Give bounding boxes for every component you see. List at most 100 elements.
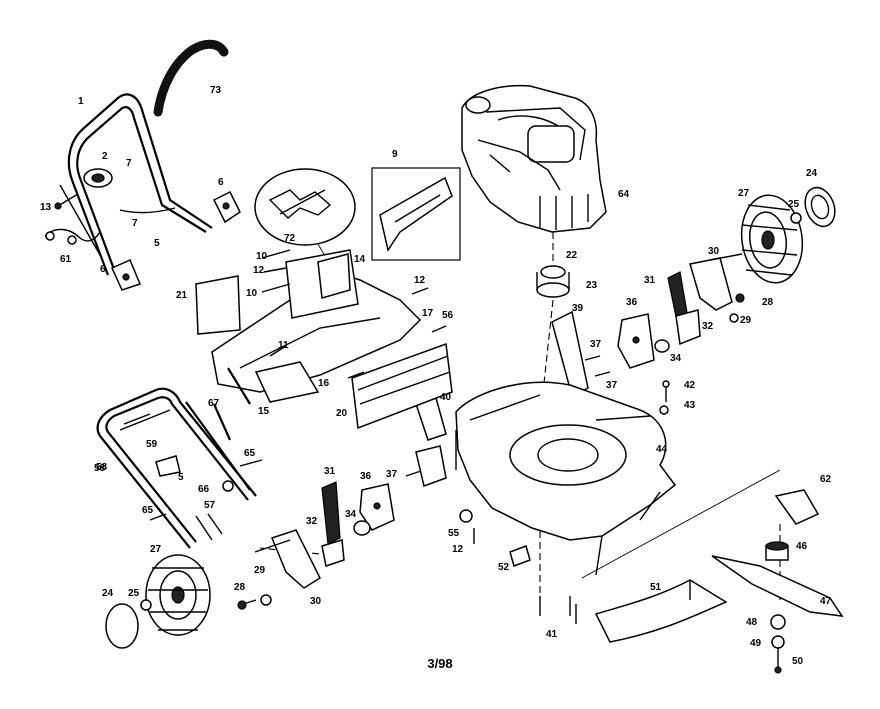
- callout-21: 21: [176, 290, 188, 301]
- callout-30: 30: [310, 596, 322, 607]
- callout-58: 58: [96, 462, 108, 473]
- bolt-37-a: [584, 355, 601, 361]
- callout-7: 7: [126, 158, 132, 169]
- blade-hub-46: [765, 541, 789, 561]
- bushing-34: [654, 339, 670, 353]
- callout-12: 12: [414, 275, 426, 286]
- callout-5: 5: [178, 472, 184, 483]
- washer-48: [770, 614, 786, 630]
- callout-11: 11: [278, 340, 289, 351]
- callout-37: 37: [386, 469, 398, 480]
- screw-11: [269, 345, 287, 357]
- callout-52: 52: [498, 562, 510, 573]
- lower-handle-58: [96, 387, 257, 549]
- callout-6: 6: [218, 177, 224, 188]
- pulley-22: [536, 265, 570, 298]
- callout-9: 9: [392, 149, 398, 160]
- callout-49: 49: [750, 638, 762, 649]
- callout-27: 27: [150, 544, 162, 555]
- callout-58: 58: [94, 463, 106, 474]
- callout-42: 42: [684, 380, 696, 391]
- callout-29: 29: [740, 315, 752, 326]
- callout-31: 31: [644, 275, 656, 286]
- bolt-28: [735, 293, 745, 303]
- callout-62: 62: [820, 474, 832, 485]
- mower-blade-47: [711, 555, 844, 617]
- callout-37: 37: [590, 339, 602, 350]
- decal-72: [254, 168, 356, 269]
- callout-65: 65: [142, 505, 154, 516]
- callout-31: 31: [324, 466, 336, 477]
- height-plate-32-left: [321, 539, 345, 567]
- callout-24: 24: [806, 168, 818, 179]
- screw-10-a: [261, 249, 291, 259]
- callout-43: 43: [684, 400, 696, 411]
- bolt-28-head: [237, 600, 247, 610]
- callout-55: 55: [448, 528, 460, 539]
- callout-37: 37: [606, 380, 618, 391]
- callout-39: 39: [572, 303, 584, 314]
- callout-12: 12: [253, 265, 265, 276]
- cable-clip-61: [44, 228, 101, 245]
- callout-12: 12: [452, 544, 464, 555]
- axle-bracket-30: [689, 253, 743, 311]
- adjuster-plate-36-left: [359, 483, 395, 531]
- callout-20: 20: [336, 408, 348, 419]
- callout-34: 34: [670, 353, 682, 364]
- callout-10: 10: [246, 288, 258, 299]
- rear-flap-20: [351, 342, 453, 430]
- callout-64: 64: [618, 189, 630, 200]
- bracket-52: [509, 545, 531, 567]
- screw-12-a: [263, 267, 287, 273]
- mower-deck-44: [455, 381, 677, 576]
- callout-32: 32: [702, 321, 714, 332]
- deck-leadline: [595, 415, 651, 421]
- callout-14: 14: [354, 254, 366, 265]
- callout-41: 41: [546, 629, 558, 640]
- handle-knob-2: [83, 168, 113, 188]
- callout-2: 2: [102, 151, 108, 162]
- callout-27: 27: [738, 188, 750, 199]
- callout-25: 25: [788, 199, 800, 210]
- screw-12-b: [411, 287, 429, 295]
- bolt-13: [54, 193, 79, 210]
- callout-67: 67: [208, 398, 220, 409]
- page-code: 3/98: [427, 656, 452, 671]
- callout-59: 59: [146, 439, 158, 450]
- bolt-50-head: [774, 666, 782, 674]
- washer-29-left: [260, 594, 272, 606]
- bolt-66: [222, 480, 234, 492]
- rod-15: [227, 367, 251, 405]
- callout-51: 51: [650, 582, 662, 593]
- axle-bracket-30-left: [254, 529, 321, 589]
- upper-handle-1: [59, 93, 213, 276]
- callout-17: 17: [422, 308, 434, 319]
- washer-29: [729, 313, 739, 323]
- callout-44: 44: [656, 444, 668, 455]
- washer-49: [771, 635, 785, 649]
- guideline-blade: [581, 469, 781, 579]
- clip-59: [123, 413, 151, 425]
- callout-16: 16: [318, 378, 330, 389]
- callout-29: 29: [254, 565, 266, 576]
- callout-13: 13: [40, 202, 52, 213]
- callout-34: 34: [345, 509, 357, 520]
- front-wheel-27: [145, 554, 211, 636]
- handle-grip-73: [153, 39, 229, 117]
- screw-65-b: [149, 513, 167, 521]
- knob-5: [155, 455, 181, 477]
- callout-15: 15: [258, 406, 270, 417]
- nut-55: [459, 509, 473, 523]
- callout-73: 73: [210, 85, 222, 96]
- callout-30: 30: [708, 246, 720, 257]
- callout-61: 61: [60, 254, 72, 265]
- bracket-39: [551, 310, 589, 398]
- bushing-34-left: [353, 520, 371, 536]
- callout-32: 32: [306, 516, 318, 527]
- callout-47: 47: [820, 596, 832, 607]
- rear-wheel-27: [740, 194, 804, 284]
- callout-36: 36: [626, 297, 638, 308]
- callout-10: 10: [256, 251, 268, 262]
- baffle-51: [594, 579, 728, 643]
